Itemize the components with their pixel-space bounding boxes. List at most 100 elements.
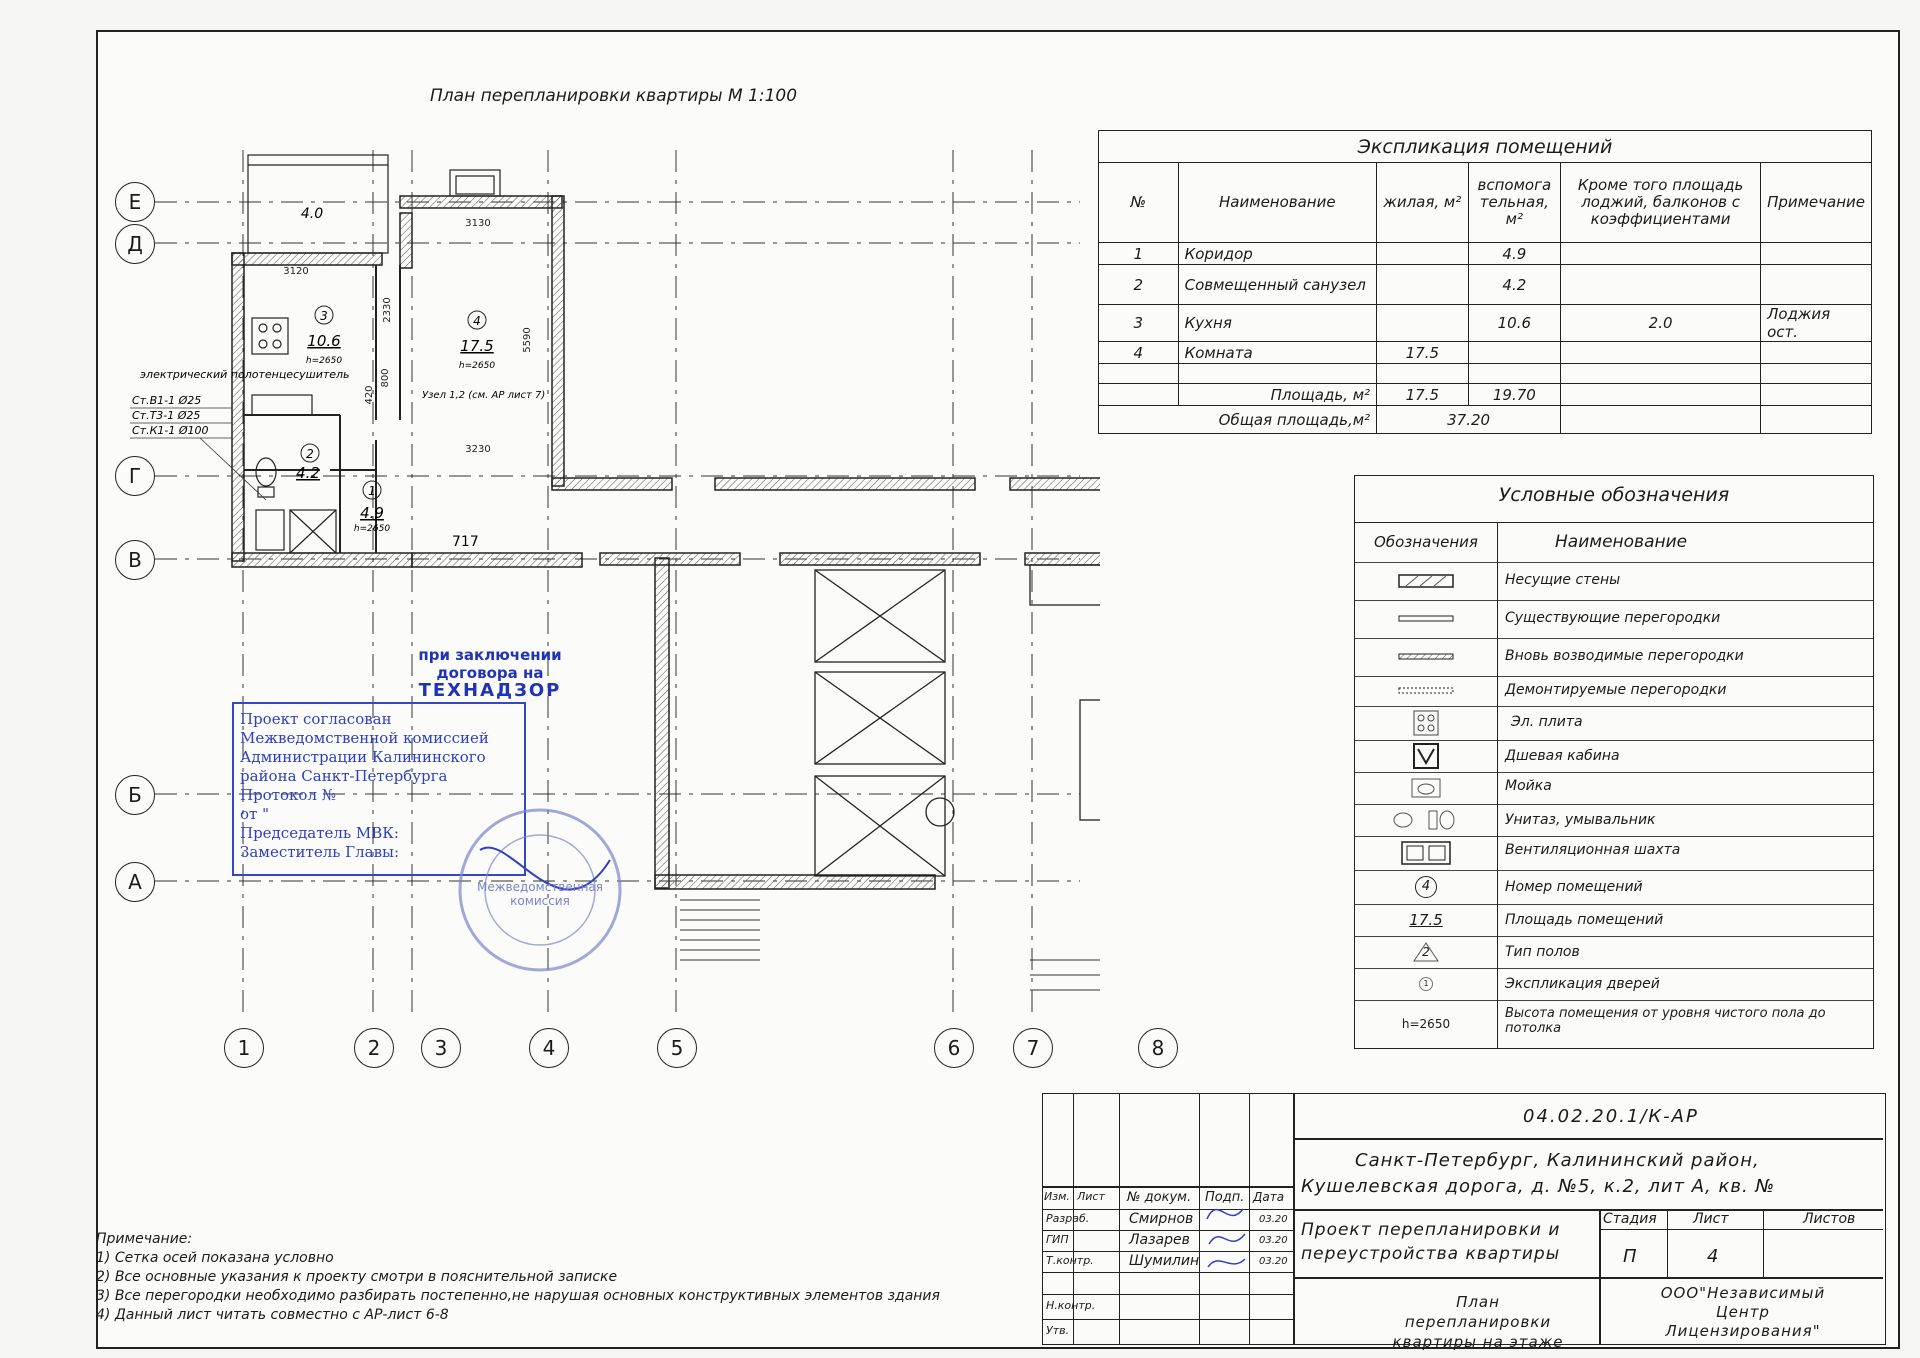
note-item: 4) Данный лист читать совместно с АР-лис… [96, 1307, 449, 1323]
row-aux: 4.9 [1467, 242, 1562, 265]
bathroom-fixtures [251, 317, 337, 554]
tehnadzor-line-1: при заключении [418, 646, 562, 664]
legend-item: Унитаз, умывальник [1355, 804, 1873, 837]
note-item: 3) Все перегородки необходимо разбирать … [96, 1288, 940, 1304]
dimension-717: 717 [452, 534, 479, 550]
header-number: № [1098, 162, 1179, 243]
row-note: Лоджия ост. [1760, 304, 1872, 342]
approval-stamp: Проект согласован Межведомственной комис… [232, 702, 526, 876]
shower-cabin-icon [1355, 740, 1498, 772]
dimension-800: 800 [380, 368, 391, 387]
legend: Условные обозначения Обозначения Наимено… [1354, 475, 1874, 1049]
row-name: Кухня [1177, 304, 1378, 342]
header-living: жилая, м² [1376, 162, 1469, 243]
legend-item: Вентиляционная шахта [1355, 836, 1873, 871]
area-living: 17.5 [1376, 383, 1469, 406]
floor-type-icon: 2 [1355, 936, 1498, 968]
door-explication-icon: 1 [1355, 968, 1498, 1000]
row-aux [1467, 341, 1562, 364]
dimension-2330: 2330 [382, 297, 393, 322]
role-1: Разраб. [1046, 1212, 1090, 1225]
col-list: Лист [1077, 1190, 1105, 1203]
room-1-height: h=2650 [354, 524, 390, 534]
tehnadzor-line-3: ТЕХНАДЗОР [418, 680, 562, 701]
axis-number-3: 3 [421, 1028, 461, 1068]
row-extra [1560, 242, 1762, 265]
floor-plan: 4.0 [130, 150, 1100, 1020]
col-doc: № докум. [1127, 1190, 1192, 1205]
bearing-wall-icon [1355, 562, 1498, 600]
header-extra: Кроме того площадь лоджий, балконов с ко… [1560, 162, 1762, 243]
existing-partition-icon [1355, 600, 1498, 638]
name-2: Лазарев [1129, 1232, 1190, 1248]
legend-title: Условные обозначения [1498, 484, 1730, 506]
ventilation-shaft-icon [1355, 836, 1498, 870]
legend-item-name: Вновь возводимые перегородки [1505, 648, 1744, 664]
axis-number-6: 6 [934, 1028, 974, 1068]
row-aux: 10.6 [1467, 304, 1562, 342]
electric-stove-icon [1355, 706, 1498, 740]
note-item: 1) Сетка осей показана условно [96, 1250, 334, 1266]
legend-header: Условные обозначения [1355, 476, 1873, 523]
legend-header-row: Обозначения Наименование [1355, 522, 1873, 563]
role-5: Утв. [1046, 1324, 1070, 1337]
company-name: ООО"Независимый Центр Лицензирования" [1660, 1284, 1826, 1340]
room-markers: 3 10.6 h=2650 4 17.5 h=2650 2 4.2 1 4.9 … [296, 305, 495, 534]
explication-title: Экспликация помещений [1098, 130, 1872, 163]
axis-number-5: 5 [657, 1028, 697, 1068]
date-3: 03.20 [1259, 1256, 1288, 1267]
room-4-area: 17.5 [460, 337, 493, 355]
row-note [1760, 341, 1872, 364]
drawing-name: План перепланировки квартиры на этаже [1392, 1293, 1564, 1351]
role-2: ГИП [1046, 1233, 1069, 1246]
legend-col-name: Наименование [1555, 532, 1688, 552]
approval-line-6: от " [240, 805, 269, 823]
row-number: 1 [1098, 242, 1179, 265]
row-extra: 2.0 [1560, 304, 1762, 342]
approval-line-2: Межведомственной комиссией [240, 729, 489, 747]
total-label: Общая площадь,м² [1097, 405, 1378, 434]
callout-leaders [130, 407, 267, 501]
legend-item-name: Унитаз, умывальник [1505, 812, 1656, 828]
legend-item: 1 Экспликация дверей [1355, 968, 1873, 1001]
round-seal-text: Межведомственная комиссия [477, 880, 603, 908]
project-name: Проект перепланировки и переустройства к… [1301, 1220, 1561, 1264]
address-line-1: Санкт-Петербург, Калининский район, [1355, 1150, 1760, 1171]
legend-item: 4 Номер помещений [1355, 870, 1873, 905]
axis-number-1: 1 [224, 1028, 264, 1068]
table-row-empty [1098, 363, 1872, 384]
axis-letter-v: В [115, 540, 155, 580]
row-aux: 4.2 [1467, 264, 1562, 305]
table-row: 1 Коридор 4.9 [1098, 242, 1872, 265]
legend-item-name: Номер помещений [1505, 879, 1643, 895]
drawing-code: 04.02.20.1/К-АР [1523, 1106, 1699, 1127]
table-row: 2 Совмещенный санузел 4.2 [1098, 264, 1872, 305]
room-1-number: 1 [368, 484, 376, 498]
room-area-icon: 17.5 [1355, 904, 1498, 936]
legend-item-name: Вентиляционная шахта [1505, 842, 1681, 858]
role-3: Т.контр. [1046, 1254, 1094, 1267]
notes-title: Примечание: [96, 1231, 193, 1247]
dimension-420: 420 [364, 385, 375, 404]
stage-label: Стадия [1603, 1211, 1657, 1227]
tehnadzor-line-2: договора на [436, 664, 544, 682]
tehnadzor-stamp: при заключении договора на ТЕХНАДЗОР [415, 646, 565, 700]
room-height-icon: h=2650 [1355, 1000, 1498, 1048]
approval-line-7: Председатель МВК: [240, 824, 399, 842]
dimension-3120: 3120 [283, 266, 308, 277]
dimension-3130: 3130 [465, 218, 490, 229]
legend-item: Вновь возводимые перегородки [1355, 638, 1873, 677]
axis-letter-a: А [115, 862, 155, 902]
room-1-area: 4.9 [360, 504, 384, 522]
name-1: Смирнов [1129, 1211, 1194, 1227]
legend-item: Демонтируемые перегородки [1355, 676, 1873, 707]
dimension-3230: 3230 [465, 444, 490, 455]
table-row: 3 Кухня 10.6 2.0 Лоджия ост. [1098, 304, 1872, 342]
row-number: 3 [1098, 304, 1179, 342]
approval-line-5: Протокол № [240, 786, 336, 804]
row-extra [1560, 341, 1762, 364]
legend-item: h=2650 Высота помещения от уровня чистог… [1355, 1000, 1873, 1048]
stairs [680, 899, 1100, 991]
legend-item-name: Высота помещения от уровня чистого пола … [1505, 1006, 1826, 1036]
title-block: 04.02.20.1/К-АР Санкт-Петербург, Калинин… [1042, 1093, 1886, 1351]
